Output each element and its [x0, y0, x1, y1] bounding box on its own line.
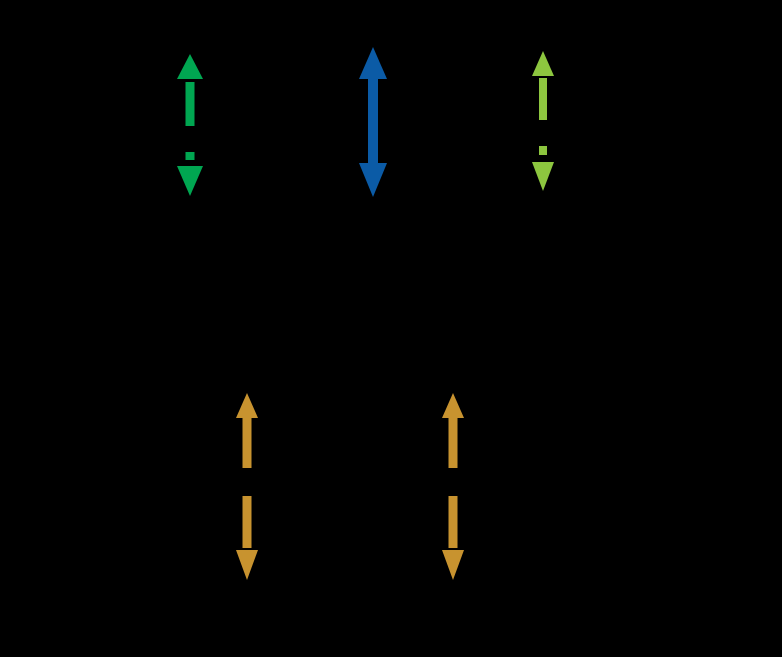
gold-double-arrow-right — [435, 388, 471, 584]
green-double-arrow — [170, 48, 210, 202]
blue-arrowhead-up-icon — [359, 47, 387, 79]
gold-left-arrowhead-up-icon — [236, 393, 258, 418]
gold-right-arrowhead-down-icon — [442, 550, 464, 580]
blue-arrowhead-down-icon — [359, 163, 387, 197]
light-green-arrowhead-down-icon — [532, 162, 554, 191]
blue-double-arrow — [352, 41, 394, 201]
gold-right-arrowhead-up-icon — [442, 393, 464, 418]
light-green-double-arrow — [525, 45, 561, 197]
gold-left-arrowhead-down-icon — [236, 550, 258, 580]
green-arrowhead-down-icon — [177, 166, 203, 196]
gold-double-arrow-left — [229, 388, 265, 584]
green-arrowhead-up-icon — [177, 54, 203, 79]
light-green-arrowhead-up-icon — [532, 51, 554, 76]
